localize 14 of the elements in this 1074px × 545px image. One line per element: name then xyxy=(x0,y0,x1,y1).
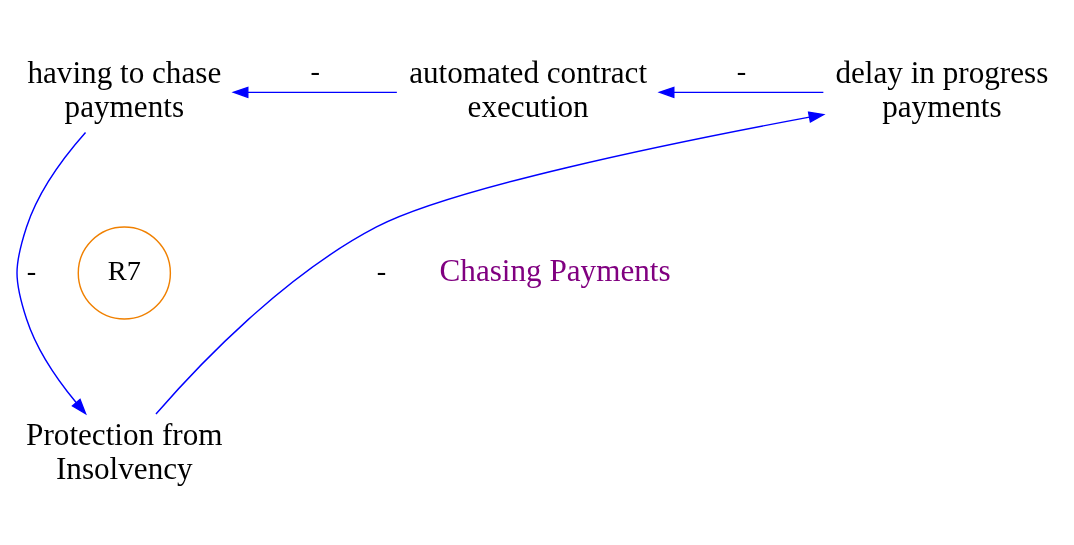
edge-label: - xyxy=(26,254,37,286)
edge-label: - xyxy=(736,54,747,86)
node-text: Protection from Insolvency xyxy=(26,416,223,486)
node-text: delay in progress payments xyxy=(835,54,1049,124)
arrow xyxy=(231,85,398,98)
label: Chasing Payments xyxy=(439,252,671,288)
arrow xyxy=(657,85,825,98)
arrow xyxy=(16,131,87,415)
edge-label: - xyxy=(376,254,387,286)
node-text: automated contract execution xyxy=(409,54,648,124)
node-text: having to chase payments xyxy=(27,54,222,124)
node-circle: R7 xyxy=(77,225,172,320)
edge-label: - xyxy=(310,54,320,86)
arrow xyxy=(155,110,826,415)
